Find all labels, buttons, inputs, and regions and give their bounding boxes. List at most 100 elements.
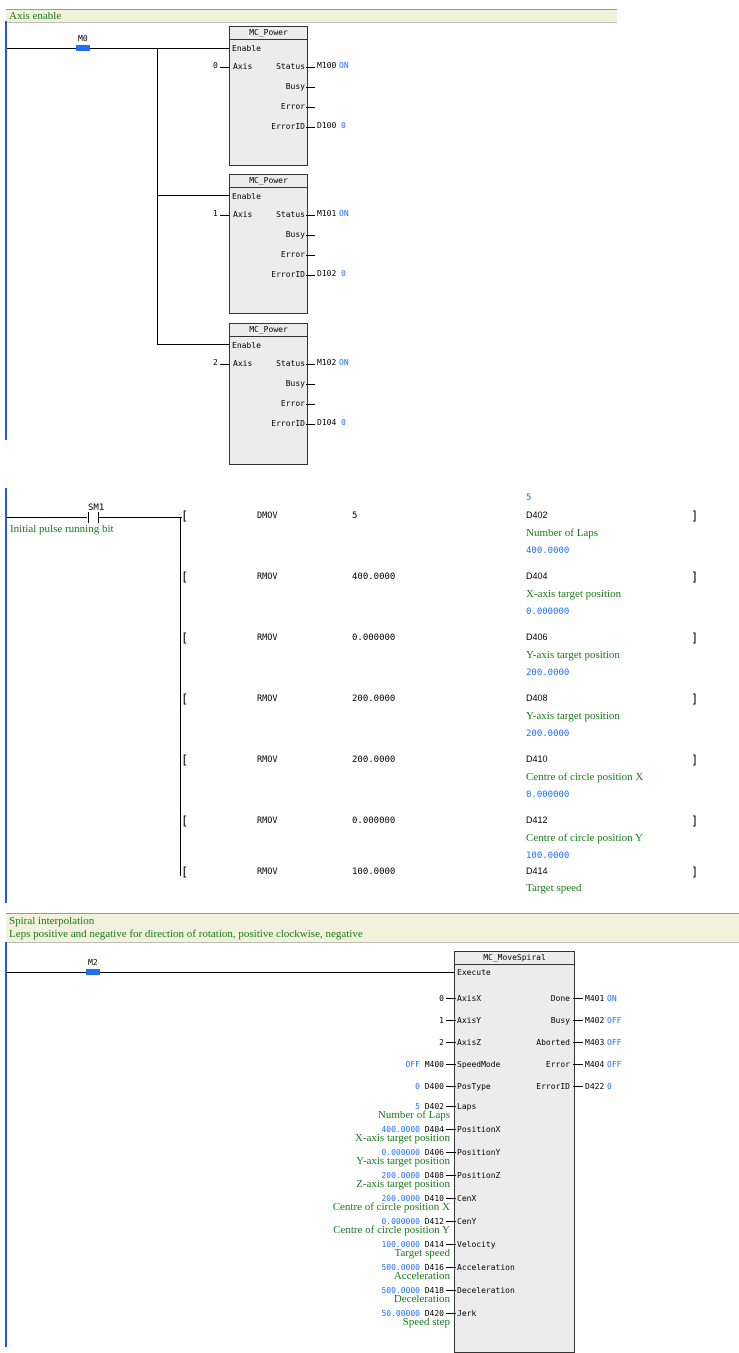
network-comment: Spiral interpolation (9, 915, 95, 927)
instruction-row[interactable]: [ RMOV 400.0000 D404 ] X-axis target pos… (0, 563, 739, 623)
pin-wire (573, 1064, 583, 1065)
instruction-destination[interactable]: D412 (526, 815, 548, 825)
network-spiral-interpolation[interactable]: Spiral interpolation Leps positive and n… (0, 905, 739, 1353)
input-pin-row[interactable]: D404 400.0000 X-axis target position (200, 1124, 456, 1146)
destination-comment: Y-axis target position (526, 710, 620, 722)
input-pin-row[interactable]: D408 200.0000 Z-axis target position (200, 1170, 456, 1192)
output-device[interactable]: M102 (317, 358, 337, 367)
output-device[interactable]: M404 (585, 1060, 605, 1069)
block-title: MC_Power (249, 176, 288, 185)
input-value[interactable]: 1 (439, 1016, 444, 1025)
output-pin-row[interactable]: Error M404 OFF (500, 1058, 670, 1070)
input-pin-row[interactable]: D406 0.000000 Y-axis target position (200, 1147, 456, 1169)
input-value[interactable]: 2 (439, 1038, 444, 1047)
input-pin-row[interactable]: D414 100.0000 Target speed (200, 1239, 456, 1261)
input-pin-row[interactable]: D410 200.0000 Centre of circle position … (200, 1193, 456, 1215)
output-device[interactable]: M101 (317, 209, 337, 218)
output-device[interactable]: D422 (585, 1082, 605, 1091)
instruction-row[interactable]: [ RMOV 200.0000 D408 ] Y-axis target pos… (0, 685, 739, 745)
instruction-destination[interactable]: D404 (526, 571, 548, 581)
function-block-mc-power-3[interactable]: MC_Power Enable Axis Status Busy Error E… (229, 323, 308, 465)
instruction-source[interactable]: 100.0000 (352, 867, 396, 877)
instruction-source[interactable]: 5 (352, 511, 358, 521)
instruction-row[interactable]: [ DMOV 5 D402 ] Number of Laps 400.0000 (0, 502, 739, 562)
output-device[interactable]: M100 (317, 61, 337, 70)
instruction-source[interactable]: 400.0000 (352, 572, 396, 582)
pin-wire (306, 215, 315, 216)
instruction-source[interactable]: 200.0000 (352, 755, 396, 765)
input-comment: Acceleration (393, 1270, 450, 1282)
network-initial-values[interactable]: SM1 Initial pulse running bit 5 (0, 470, 739, 903)
input-pin-row[interactable]: D400 0 (300, 1080, 456, 1092)
function-block-mc-movespiral[interactable]: MC_MoveSpiral Execute (454, 951, 575, 1353)
input-device[interactable]: D400 (424, 1082, 444, 1091)
output-device[interactable]: M401 (585, 994, 605, 1003)
axis-value[interactable]: 2 (213, 358, 218, 367)
input-device[interactable]: D420 (424, 1309, 444, 1318)
output-value: ON (607, 994, 617, 1003)
input-device[interactable]: D412 (424, 1217, 444, 1226)
input-pin-row[interactable]: D420 50.00000 Speed step (200, 1308, 456, 1330)
destination-comment: X-axis target position (526, 588, 622, 600)
instruction-row[interactable]: [ RMOV 200.0000 D410 ] Centre of circle … (0, 746, 739, 806)
output-device[interactable]: D100 (317, 121, 337, 130)
instruction-row[interactable]: [ RMOV 0.000000 D406 ] Y-axis target pos… (0, 624, 739, 684)
input-device[interactable]: M400 (424, 1060, 444, 1069)
destination-comment: Centre of circle position Y (526, 832, 643, 844)
input-device[interactable]: D414 (424, 1240, 444, 1249)
function-block-mc-power-1[interactable]: MC_Power Enable Axis Status Busy Error E… (229, 26, 308, 166)
axis-value[interactable]: 0 (213, 61, 218, 70)
instruction-row[interactable]: [ RMOV 0.000000 D412 ] Centre of circle … (0, 807, 739, 867)
input-value: 0.000000 (381, 1148, 420, 1157)
next-current-value: 200.0000 (526, 668, 570, 678)
instruction-destination[interactable]: D410 (526, 754, 548, 764)
instruction-destination[interactable]: D414 (526, 866, 548, 876)
instruction-destination[interactable]: D408 (526, 693, 548, 703)
input-device[interactable]: D410 (424, 1194, 444, 1203)
pin-enable: Enable (232, 341, 261, 350)
input-pin-row[interactable]: 1 (300, 1014, 456, 1026)
input-device[interactable]: D406 (424, 1148, 444, 1157)
input-value: 400.0000 (381, 1125, 420, 1134)
output-device[interactable]: D102 (317, 269, 337, 278)
function-block-mc-power-2[interactable]: MC_Power Enable Axis Status Busy Error E… (229, 174, 308, 314)
instruction-op: RMOV (257, 572, 278, 582)
input-pin-row[interactable]: D418 500.0000 Deceleration (200, 1285, 456, 1307)
pin-positionx: PositionX (457, 1125, 501, 1134)
output-pin-row[interactable]: Done M401 ON (500, 992, 670, 1004)
output-value: ON (339, 209, 349, 218)
output-device[interactable]: M403 (585, 1038, 605, 1047)
instruction-destination[interactable]: D406 (526, 632, 548, 642)
contact-m2[interactable] (86, 969, 100, 975)
output-device[interactable]: M402 (585, 1016, 605, 1025)
instruction-source[interactable]: 0.000000 (352, 633, 396, 643)
block-title-divider (230, 39, 307, 40)
instruction-destination[interactable]: D402 (526, 510, 548, 520)
input-device[interactable]: D416 (424, 1263, 444, 1272)
input-device[interactable]: D408 (424, 1171, 444, 1180)
instruction-row[interactable]: [ RMOV 100.0000 D414 ] Target speed (0, 865, 739, 902)
output-pin-row[interactable]: ErrorID D422 0 (500, 1080, 670, 1092)
output-value: ON (339, 358, 349, 367)
input-pin-row[interactable]: 0 (300, 992, 456, 1004)
instruction-source[interactable]: 0.000000 (352, 816, 396, 826)
input-device[interactable]: D402 (424, 1102, 444, 1111)
output-pin-row[interactable]: Busy M402 OFF (500, 1014, 670, 1026)
input-pin-row[interactable]: D416 500.0000 Acceleration (200, 1262, 456, 1284)
input-value[interactable]: 0 (439, 994, 444, 1003)
instruction-source[interactable]: 200.0000 (352, 694, 396, 704)
input-pin-row[interactable]: M400 OFF (300, 1058, 456, 1070)
contact-left-plate (88, 512, 89, 523)
input-pin-row[interactable]: 2 (300, 1036, 456, 1048)
output-device[interactable]: D104 (317, 418, 337, 427)
input-device[interactable]: D404 (424, 1125, 444, 1134)
instruction-op: RMOV (257, 633, 278, 643)
network-axis-enable[interactable]: Axis enable M0 MC_Power Enable Axis Stat… (0, 0, 739, 465)
pin-velocity: Velocity (457, 1240, 496, 1249)
axis-value[interactable]: 1 (213, 209, 218, 218)
input-pin-row[interactable]: D402 5 Number of Laps (200, 1101, 456, 1123)
input-device[interactable]: D418 (424, 1286, 444, 1295)
output-pin-row[interactable]: Aborted M403 OFF (500, 1036, 670, 1048)
input-pin-row[interactable]: D412 0.000000 Centre of circle position … (200, 1216, 456, 1238)
contact-m0[interactable] (76, 45, 90, 51)
